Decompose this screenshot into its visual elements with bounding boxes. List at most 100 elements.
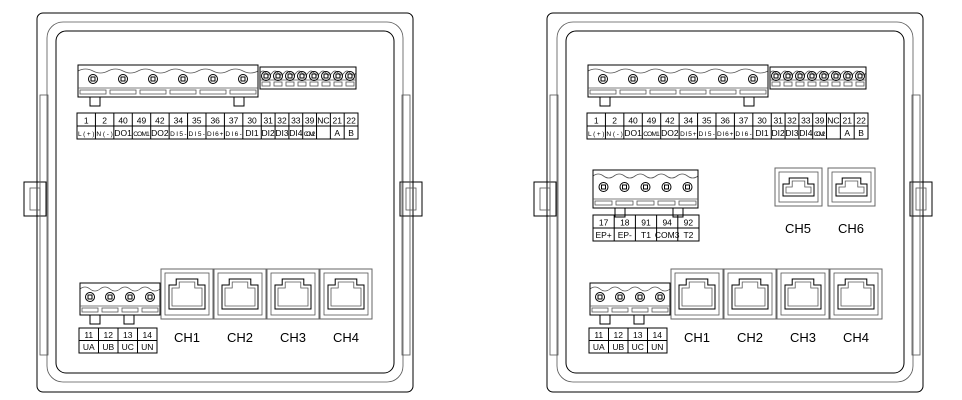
slot bbox=[783, 81, 793, 87]
slot bbox=[591, 307, 609, 313]
screw-icon bbox=[855, 71, 865, 81]
screw-icon bbox=[598, 74, 608, 84]
port-ch1 bbox=[670, 268, 724, 320]
terminal-name: COM3 bbox=[655, 230, 680, 240]
terminal-number: 2 bbox=[612, 116, 617, 126]
terminal-number: 49 bbox=[137, 116, 147, 126]
screw-icon bbox=[125, 292, 135, 302]
terminal-number: 32 bbox=[277, 116, 287, 126]
aux-terminal-block-body bbox=[592, 169, 699, 209]
slot bbox=[109, 89, 137, 95]
screw-icon bbox=[238, 74, 248, 84]
rj45-socket-icon bbox=[782, 177, 815, 197]
terminal-name: DI6- bbox=[735, 131, 751, 138]
terminal-name: T1 bbox=[641, 230, 651, 240]
terminal-number: 35 bbox=[702, 116, 712, 126]
device-left: 1L(+)2N(-)40DO149COM142DO234DI5-35DI5-36… bbox=[23, 12, 423, 393]
port-ch1 bbox=[160, 268, 214, 320]
slot bbox=[657, 200, 676, 206]
screw-icon bbox=[88, 74, 98, 84]
screw-icon bbox=[831, 71, 841, 81]
terminal-name: DI6- bbox=[225, 131, 241, 138]
slot bbox=[739, 89, 767, 95]
terminal-number: 18 bbox=[620, 218, 630, 228]
screw-icon bbox=[321, 71, 331, 81]
terminal-number: 14 bbox=[653, 330, 663, 340]
terminal-name: UC bbox=[632, 342, 644, 352]
slot bbox=[273, 81, 283, 87]
wavy-edge bbox=[589, 286, 671, 292]
terminal-number: 14 bbox=[143, 330, 153, 340]
slot bbox=[709, 89, 737, 95]
mounting-clip bbox=[533, 181, 557, 217]
terminal-number: 49 bbox=[647, 116, 657, 126]
terminal-name: A bbox=[334, 128, 340, 138]
voltage-terminal-block bbox=[589, 282, 671, 325]
screw-icon bbox=[105, 292, 115, 302]
screw-icon bbox=[807, 71, 817, 81]
port-label: CH5 bbox=[785, 221, 811, 236]
screw-icon bbox=[297, 71, 307, 81]
terminal-number: 36 bbox=[720, 116, 730, 126]
mounting-clip bbox=[23, 181, 47, 217]
terminal-name: DI4 bbox=[799, 128, 813, 138]
rj45-socket-icon bbox=[731, 278, 769, 310]
terminal-number: NC bbox=[827, 116, 839, 126]
screw-icon bbox=[145, 292, 155, 302]
slot bbox=[141, 307, 159, 313]
terminal-name: DO2 bbox=[661, 128, 679, 138]
terminal-name: A bbox=[844, 128, 850, 138]
device-right: 1L(+)2N(-)40DO149COM142DO234DI5+35DI5-36… bbox=[533, 12, 933, 393]
screw-icon bbox=[333, 71, 343, 81]
screw-icon bbox=[628, 74, 638, 84]
terminal-name: DI4 bbox=[289, 128, 303, 138]
slot bbox=[843, 81, 853, 87]
terminal-number: 42 bbox=[665, 116, 675, 126]
slot bbox=[615, 200, 634, 206]
housing-bezel bbox=[46, 21, 404, 383]
port-ch5 bbox=[774, 167, 823, 207]
screw-icon bbox=[285, 71, 295, 81]
terminal-name: UA bbox=[593, 342, 605, 352]
terminal-number: NC bbox=[317, 116, 329, 126]
terminal-name: DI5- bbox=[189, 131, 205, 138]
screw-icon bbox=[345, 71, 355, 81]
housing-outer bbox=[546, 12, 924, 393]
terminal-number: 1 bbox=[84, 116, 89, 126]
terminal-name: DO2 bbox=[151, 128, 169, 138]
terminal-name: L(+) bbox=[78, 131, 94, 138]
port-label: CH1 bbox=[684, 330, 710, 345]
latch-tab bbox=[743, 96, 755, 107]
di-terminal-block-body bbox=[769, 66, 867, 90]
terminal-number: 11 bbox=[594, 330, 603, 340]
terminal-name: L(+) bbox=[588, 131, 604, 138]
terminal-name: DO1 bbox=[114, 128, 132, 138]
side-rail bbox=[401, 94, 411, 356]
slot bbox=[79, 89, 107, 95]
port-label: CH2 bbox=[737, 330, 763, 345]
screw-icon bbox=[273, 71, 283, 81]
screw-icon bbox=[309, 71, 319, 81]
terminal-number: 2 bbox=[102, 116, 107, 126]
voltage-terminal-block bbox=[79, 282, 161, 325]
screw-icon bbox=[640, 182, 651, 192]
slot bbox=[649, 89, 677, 95]
rj45-socket-icon bbox=[835, 177, 868, 197]
terminal-number: 42 bbox=[155, 116, 165, 126]
di-terminal-block-body bbox=[259, 66, 357, 90]
screw-icon bbox=[595, 292, 605, 302]
terminal-name: DI6+ bbox=[717, 131, 734, 138]
screw-icon bbox=[783, 71, 793, 81]
rj45-socket-icon bbox=[168, 278, 206, 310]
screw-icon bbox=[819, 71, 829, 81]
terminal-number: 31 bbox=[263, 116, 273, 126]
top-terminal-table: 1L(+)2N(-)40DO149COM142DO234DI5+35DI5-36… bbox=[586, 112, 869, 140]
slot bbox=[261, 81, 271, 87]
aux-terminal-block bbox=[592, 169, 699, 218]
terminal-number: 94 bbox=[662, 218, 672, 228]
terminal-number: 13 bbox=[633, 330, 643, 340]
slot bbox=[309, 81, 319, 87]
rj45-socket-icon bbox=[837, 278, 875, 310]
